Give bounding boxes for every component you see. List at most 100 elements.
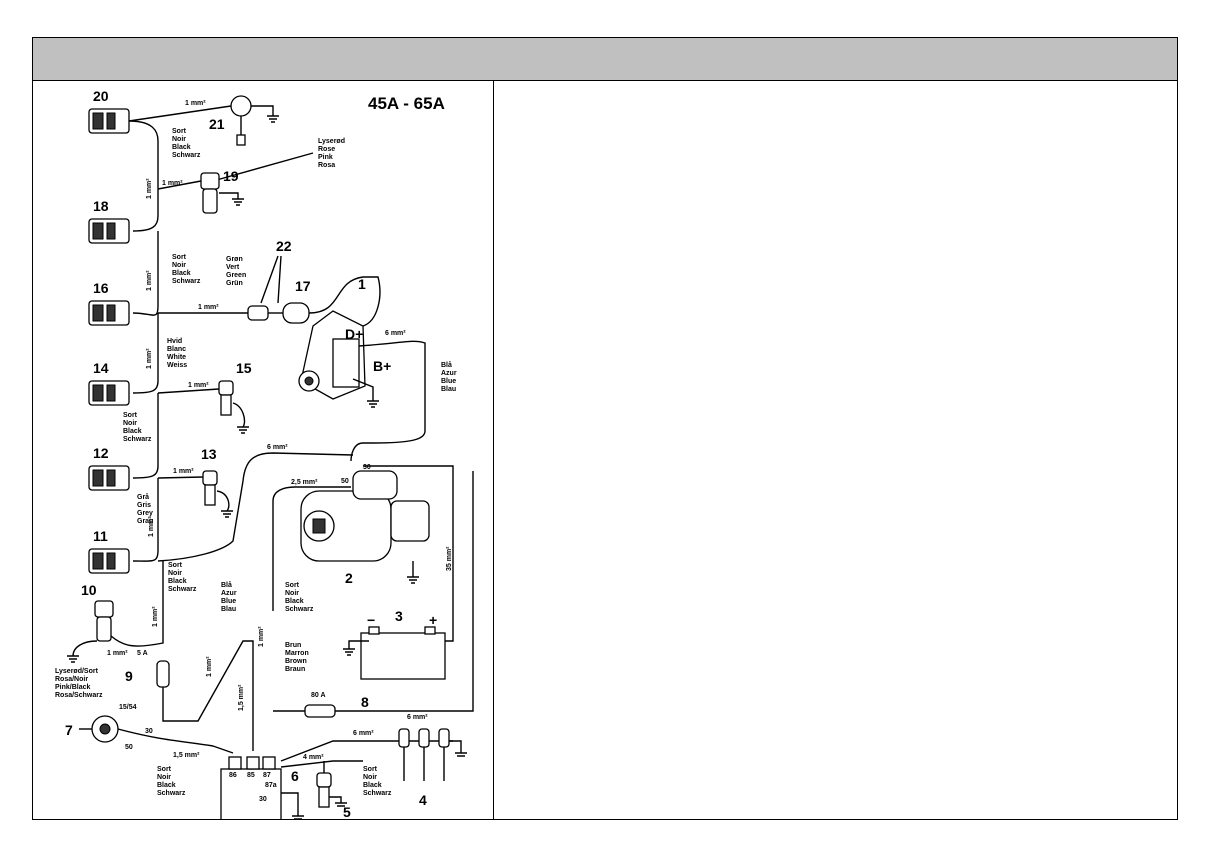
svg-text:Schwarz: Schwarz [363, 790, 392, 797]
part-4-label: 4 [419, 792, 427, 808]
svg-text:Schwarz: Schwarz [172, 278, 201, 285]
wiring-diagram: 45A - 65A 20 21 1 mm² Sor [55, 88, 474, 826]
svg-text:Schwarz: Schwarz [168, 586, 197, 593]
fuse-8-rating: 80 A [311, 692, 326, 699]
wire-size-14-15: 1 mm² [188, 382, 209, 389]
svg-text:Schwarz: Schwarz [285, 606, 314, 613]
svg-text:Black: Black [363, 782, 382, 789]
starter-motor-2: 50 30 2 [300, 464, 430, 586]
svg-text:Pink/Black: Pink/Black [55, 684, 91, 691]
relay-terminal-85: 85 [247, 772, 255, 779]
svg-text:Sort: Sort [363, 766, 378, 773]
label-black-7: Sort Noir Black Schwarz [363, 766, 392, 797]
part-10-label: 10 [81, 582, 97, 598]
part-15-label: 15 [236, 360, 252, 376]
svg-text:Weiss: Weiss [167, 362, 187, 369]
svg-text:Grün: Grün [226, 280, 243, 287]
svg-text:Rosa/Noir: Rosa/Noir [55, 676, 88, 683]
header-bar [33, 38, 1177, 81]
svg-text:Noir: Noir [157, 774, 171, 781]
svg-text:White: White [167, 354, 186, 361]
wire-size-16-17: 1 mm² [198, 304, 219, 311]
fuse-8: 80 A 8 [304, 692, 369, 718]
connector-11: 11 [88, 528, 130, 574]
wire-size-12-13: 1 mm² [173, 468, 194, 475]
wire-size-col-g: 1 mm² [258, 626, 265, 647]
svg-text:Blå: Blå [221, 581, 232, 589]
starter-terminal-30: 30 [363, 464, 371, 471]
svg-text:Brun: Brun [285, 642, 301, 649]
battery-plus: + [429, 612, 437, 628]
svg-text:Sort: Sort [157, 766, 172, 773]
svg-text:Brown: Brown [285, 658, 307, 665]
svg-text:Noir: Noir [168, 570, 182, 577]
part-1-label: 1 [358, 276, 366, 292]
svg-text:Schwarz: Schwarz [123, 436, 152, 443]
terminal-b-plus: B+ [373, 358, 391, 374]
table-frame: 45A - 65A 20 21 1 mm² Sor [32, 37, 1178, 826]
wire-size-alt-batt: 6 mm² [385, 330, 406, 337]
label-black-2: Sort Noir Black Schwarz [172, 254, 201, 285]
svg-text:Gris: Gris [137, 502, 151, 509]
part-9-label: 9 [125, 668, 133, 684]
part-18-label: 18 [93, 198, 109, 214]
wire-size-10-9: 1 mm² [107, 650, 128, 657]
svg-text:Marron: Marron [285, 650, 309, 657]
part-13-label: 13 [201, 446, 217, 462]
svg-text:Blanc: Blanc [167, 346, 186, 353]
ignition-switch-7: 7 15/54 30 50 [65, 704, 153, 751]
svg-text:Blå: Blå [441, 361, 452, 369]
key-terminal-30: 30 [145, 728, 153, 735]
svg-text:Lyserød/Sort: Lyserød/Sort [55, 668, 99, 675]
relay-terminal-87: 87 [263, 772, 271, 779]
svg-text:Pink: Pink [318, 154, 333, 161]
svg-text:Azur: Azur [221, 590, 237, 597]
part-5-label: 5 [343, 804, 351, 819]
connector-20: 20 [88, 88, 130, 134]
sensor-13: 13 [201, 446, 233, 518]
fuse-9-rating: 5 A [137, 650, 148, 657]
svg-text:Black: Black [168, 578, 187, 585]
svg-text:Sort: Sort [168, 562, 183, 569]
svg-text:Blue: Blue [441, 378, 456, 385]
wire-size-col-a: 1 mm² [146, 178, 153, 199]
svg-text:Vert: Vert [226, 264, 240, 271]
wire-size-relay: 6 mm² [407, 714, 428, 721]
svg-text:Schwarz: Schwarz [157, 790, 186, 797]
label-pink: Lyserød Rose Pink Rosa [318, 138, 345, 169]
sensor-5: 5 [316, 772, 351, 820]
key-terminal-50: 50 [125, 744, 133, 751]
part-17: 17 [282, 278, 311, 324]
wire-size-20-21: 1 mm² [185, 100, 206, 107]
svg-text:Blue: Blue [221, 598, 236, 605]
svg-text:Black: Black [172, 144, 191, 151]
label-green: Grøn Vert Green Grün [226, 256, 246, 287]
svg-text:Grey: Grey [137, 510, 153, 517]
svg-text:Grå: Grå [137, 493, 149, 501]
connector-14: 14 [88, 360, 130, 406]
key-terminal-15-54: 15/54 [119, 704, 137, 711]
svg-text:Sort: Sort [285, 582, 300, 589]
wire-size-batt-plus: 35 mm² [446, 546, 453, 571]
battery-3: 3 − + [343, 608, 446, 680]
wire-size-col-f: 1 mm² [206, 656, 213, 677]
svg-text:Black: Black [172, 270, 191, 277]
part-21-label: 21 [209, 116, 225, 132]
label-pink-black: Lyserød/Sort Rosa/Noir Pink/Black Rosa/S… [55, 668, 103, 699]
label-brown: Brun Marron Brown Braun [285, 642, 309, 673]
part-8-label: 8 [361, 694, 369, 710]
label-white: Hvid Blanc White Weiss [167, 338, 187, 369]
svg-text:Rose: Rose [318, 146, 335, 153]
part-16-label: 16 [93, 280, 109, 296]
glow-plugs-4: 4 [398, 728, 467, 808]
connector-16: 16 [88, 280, 130, 326]
svg-text:Green: Green [226, 272, 246, 279]
wire-size-key: 1,5 mm² [173, 752, 200, 759]
label-black-top: Sort Noir Black Schwarz [172, 128, 201, 159]
diagram-cell: 45A - 65A 20 21 1 mm² Sor [33, 81, 494, 826]
label-blue-center: Blå Azur Blue Blau [221, 581, 237, 613]
svg-text:Lyserød: Lyserød [318, 138, 345, 145]
label-blue-right: Blå Azur Blue Blau [441, 361, 457, 393]
wire-size-relay2: 4 mm² [303, 754, 324, 761]
svg-text:Azur: Azur [441, 370, 457, 377]
